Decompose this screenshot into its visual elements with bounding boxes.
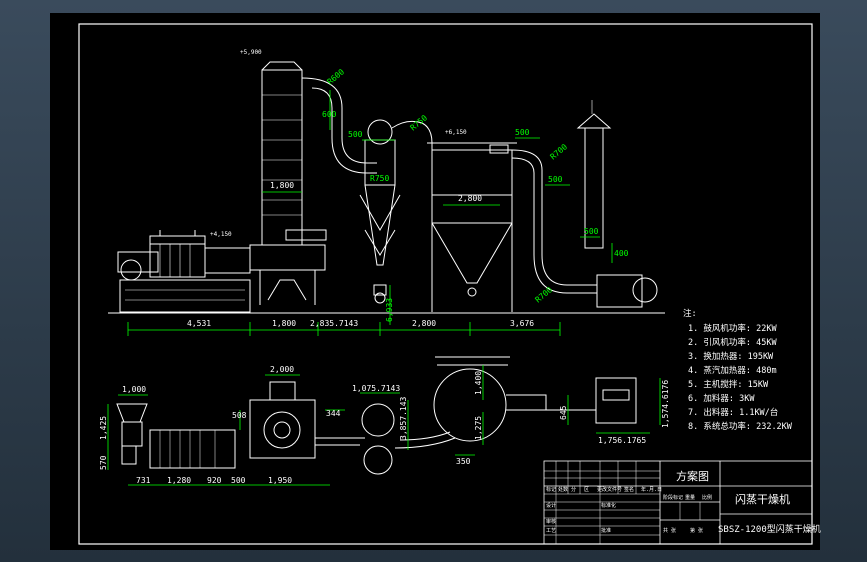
plan-view (116, 356, 637, 475)
tb-header-2: 处数 (558, 486, 568, 493)
plan-bag-filter (433, 368, 507, 442)
plan-dimensions (107, 365, 661, 486)
tb-header-1: 标记 (546, 486, 556, 493)
plan-labels: 1,000 1,425 570 731 1,280 920 500 1,950 … (99, 365, 670, 485)
plan-fan (595, 377, 637, 424)
note-6: 6. 加料器: 3KW (688, 393, 755, 404)
notes-block: 注: 1. 鼓风机功率: 22KW 2. 引风机功率: 45KW 3. 换加热器… (683, 308, 793, 432)
tb-header-3: 分 (571, 486, 576, 493)
dim-h-3: 2,835.7143 (310, 319, 358, 328)
dim-344: 344 (326, 409, 341, 418)
dim-valve-height: 6,933 (385, 298, 394, 322)
note-2: 2. 引风机功率: 45KW (688, 337, 777, 348)
air-heater-unit (117, 230, 251, 313)
tower-duct (301, 77, 377, 174)
note-3: 3. 换加热器: 195KW (688, 351, 774, 362)
tb-sheet-total: 共 张 (663, 527, 676, 534)
note-5: 5. 主机搅拌: 15KW (688, 379, 769, 390)
dim-h-4: 2,800 (412, 319, 436, 328)
dim-h-1: 4,531 (187, 319, 211, 328)
note-1: 1. 鼓风机功率: 22KW (688, 323, 777, 334)
dim-508: 508 (232, 411, 247, 420)
elev-mark-2: +4,150 (210, 231, 232, 238)
dim-duct-500b: 500 (515, 128, 530, 137)
dim-1425: 1,425 (99, 416, 108, 440)
note-7: 7. 出料器: 1.1KW/台 (688, 407, 778, 418)
elevation-labels: 4,531 1,800 2,835.7143 2,800 3,676 1,800… (187, 49, 629, 328)
elev-mark-3: +6,150 (445, 129, 467, 136)
tb-header-5: 更改文件号 (597, 486, 622, 493)
elevation-view (108, 61, 665, 314)
dim-3857: 3,857.143 (399, 396, 408, 440)
elev-mark-1: +5,900 (240, 49, 262, 56)
note-4: 4. 蒸汽加热器: 480m (688, 365, 777, 376)
dim-duct-400: 400 (614, 249, 629, 258)
dim-1075: 1,075.7143 (352, 384, 400, 393)
tb-check: 审核 (546, 518, 556, 525)
model-name: SBSZ-1200型闪蒸干燥机 (718, 523, 821, 535)
dim-h-5: 3,676 (510, 319, 534, 328)
tb-design: 设计 (546, 502, 556, 509)
sheet-background (50, 13, 820, 550)
note-8: 8. 系统总功率: 232.2KW (688, 421, 793, 432)
induced-fan (576, 100, 658, 308)
dim-1950: 1,950 (268, 476, 292, 485)
dim-duct-500a: 500 (348, 130, 363, 139)
feeder-motor (121, 445, 137, 465)
title-block (543, 460, 813, 545)
dim-1400: 1,400 (474, 371, 483, 395)
plan-cyclone-1 (361, 403, 395, 437)
cyclone-duct (391, 120, 433, 153)
tb-process: 工艺 (546, 528, 556, 534)
dim-645: 645 (559, 405, 568, 420)
cyclone (359, 119, 401, 304)
tb-stage-1: 阶段标记 (663, 494, 683, 501)
tb-sheet-no: 第 张 (690, 527, 703, 534)
dim-1000: 1,000 (122, 385, 146, 394)
dim-h-2: 1,800 (272, 319, 296, 328)
plan-cyclone-2 (363, 445, 393, 475)
dim-filter-dia: 2,800 (458, 194, 482, 203)
title-block-text: 方案图 闪蒸干燥机 SBSZ-1200型闪蒸干燥机 标记 处数 分 区 更改文件… (546, 469, 821, 535)
exhaust-duct (511, 149, 597, 294)
dim-1280: 1,280 (167, 476, 191, 485)
tb-stage-2: 重量 (685, 494, 695, 501)
dim-2000: 2,000 (270, 365, 294, 374)
elevation-dimensions (127, 90, 613, 336)
dim-731: 731 (136, 476, 151, 485)
dim-r750b: R750 (370, 174, 389, 183)
tb-header-4: 区 (584, 487, 589, 493)
tb-approve: 批准 (601, 527, 611, 534)
dim-1574: 1,574.6176 (661, 380, 670, 428)
tb-stage-3: 比例 (702, 494, 712, 501)
dim-tower-width: 1,800 (270, 181, 294, 190)
tb-header-7: 年.月.日 (641, 486, 662, 493)
dim-1275: 1,275 (474, 416, 483, 440)
dim-1756: 1,756.1765 (598, 436, 646, 445)
dim-350: 350 (456, 457, 471, 466)
machine-name: 闪蒸干燥机 (735, 492, 790, 506)
drawing-name: 方案图 (676, 469, 709, 483)
drying-tower (249, 61, 327, 305)
dim-920: 920 (207, 476, 222, 485)
tb-header-6: 签名 (624, 486, 634, 493)
bag-filter (427, 142, 517, 312)
dim-duct-600: 600 (322, 110, 337, 119)
dim-500-plan: 500 (231, 476, 246, 485)
tb-std: 标准化 (601, 502, 616, 509)
dim-duct-500d: 500 (584, 227, 599, 236)
dim-570: 570 (99, 455, 108, 470)
drawing-frame (78, 23, 813, 545)
dim-duct-500c: 500 (548, 175, 563, 184)
plan-heater (149, 429, 236, 469)
notes-title: 注: (683, 308, 697, 319)
